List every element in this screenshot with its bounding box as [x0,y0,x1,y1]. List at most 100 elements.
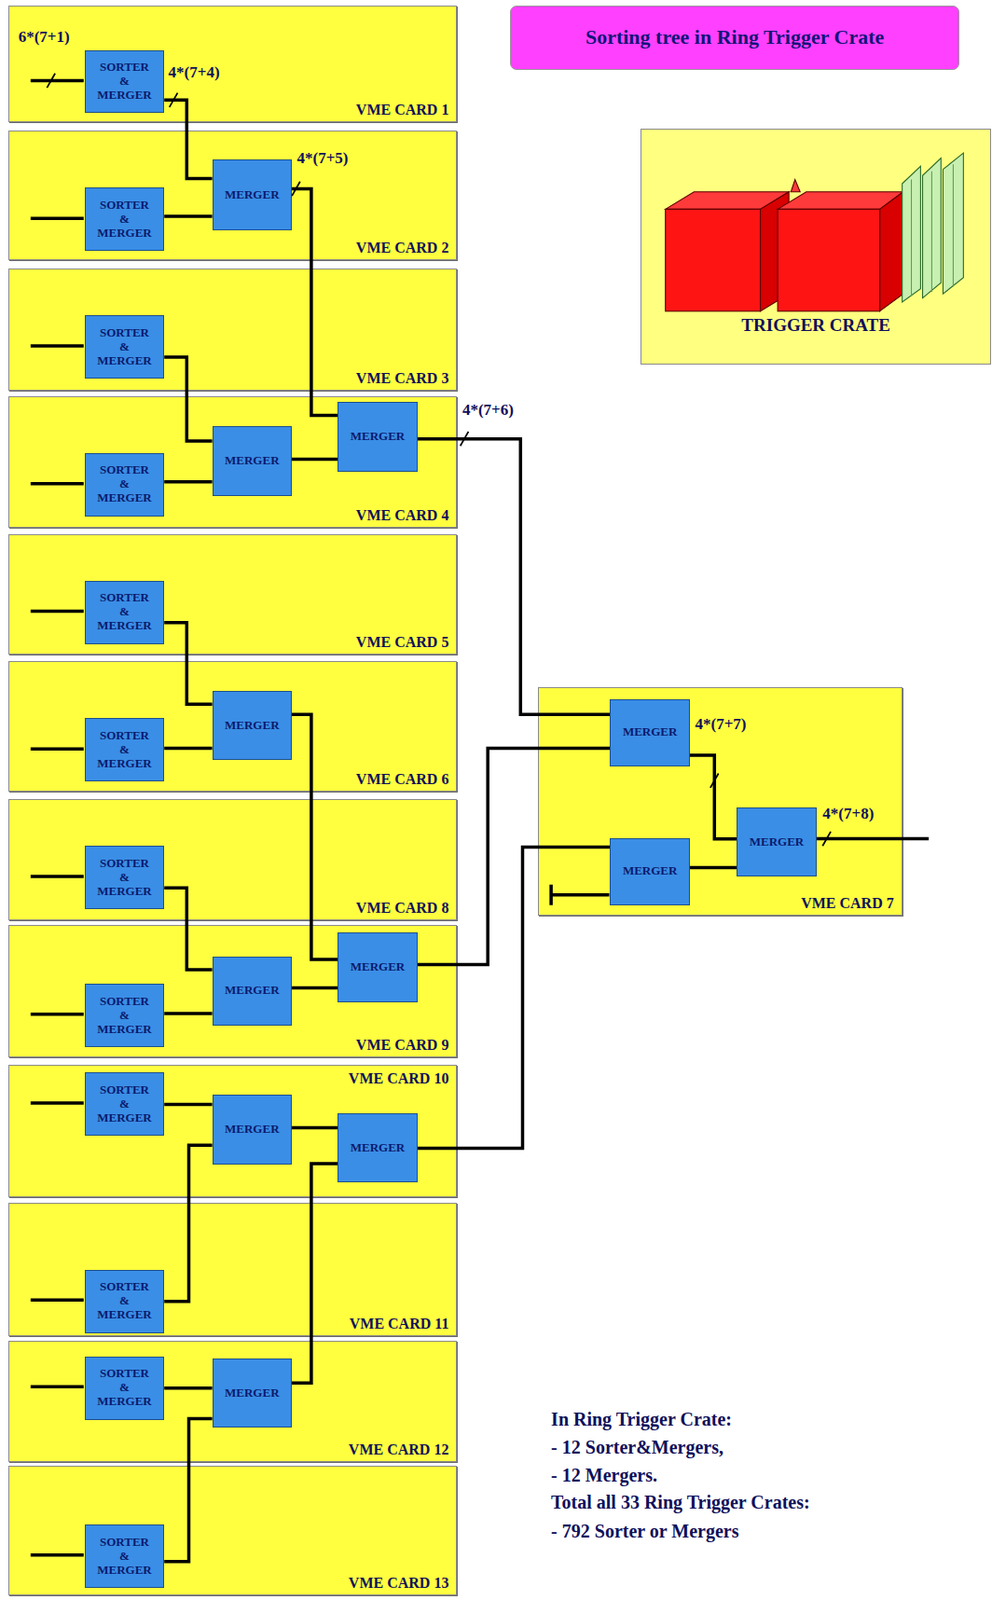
crate-card [923,158,942,299]
merger-box: MERGER [212,426,292,496]
vme-card: VME CARD 12 SORTER & MERGER MERGER [8,1340,458,1461]
sorter-merger-box: SORTER & MERGER [84,1269,165,1334]
box-label: SORTER & MERGER [95,463,155,506]
box-label: MERGER [350,1141,406,1156]
bus-wire [164,480,212,484]
box-label: SORTER & MERGER [95,1366,155,1409]
bus-wire [417,439,611,716]
merger-box: MERGER [212,690,292,760]
merger-box: MERGER [212,1358,292,1428]
bus-tick [46,73,831,846]
note-text: Total all 33 Ring Trigger Crates: [551,1491,811,1514]
panel-label: TRIGGER CRATE [641,315,991,336]
merger-box: MERGER [212,956,292,1026]
box-label: MERGER [622,725,678,740]
box-label: MERGER [224,1386,280,1401]
vme-card: VME CARD 10 SORTER & MERGER MERGER MERGER [8,1064,458,1198]
box-label: MERGER [224,1122,280,1137]
vme-card: VME CARD 3 SORTER & MERGER [8,268,458,391]
bus-width-label: 4*(7+4) [168,63,221,83]
bus-wire [164,887,212,970]
terminated-input [551,884,609,906]
note-text: - 12 Sorter&Mergers, [551,1436,724,1459]
box-label: SORTER & MERGER [95,1280,155,1323]
merger-box: MERGER [736,807,816,877]
box-label: SORTER & MERGER [95,994,155,1037]
title-text: Sorting tree in Ring Trigger Crate [585,25,884,50]
merger-box: MERGER [609,838,689,906]
crate-side [760,192,790,312]
crate-illustration [665,179,904,312]
bus-wire [164,622,212,705]
bus-wire [164,1419,212,1562]
sorter-merger-box: SORTER & MERGER [84,315,165,379]
bus-width-label: 6*(7+1) [18,27,70,47]
input-wire [30,80,84,1555]
merger-box: MERGER [609,699,689,767]
bus-wire [417,747,611,965]
crate-front [665,208,761,311]
bus-wire [291,714,338,960]
vme-card: VME CARD 9 SORTER & MERGER MERGER MERGER [8,924,458,1058]
card-label: VME CARD 2 [356,239,450,257]
box-label: MERGER [350,960,406,975]
sorter-merger-box: SORTER & MERGER [84,845,165,910]
box-label: SORTER & MERGER [95,198,155,241]
bus-wire [291,986,338,991]
card-label: VME CARD 1 [356,101,450,119]
bus-wire [164,746,212,751]
vme-card: VME CARD 1SORTER & MERGER [8,5,458,124]
vme-card: VME CARD 6SORTER & MERGERMERGER [8,661,458,792]
card-label: VME CARD 9 [356,1036,450,1054]
sorter-merger-box: SORTER & MERGER [84,187,165,251]
card-label: VME CARD 11 [349,1315,450,1333]
vme-card: VME CARD 4 SORTER & MERGER MERGER MERGER [8,396,458,528]
vme-card: VME CARD 5 SORTER & MERGER [8,534,458,655]
vme-card: VME CARD 11 SORTER & MERGER [8,1202,458,1337]
sorter-merger-box: SORTER & MERGER [84,983,165,1048]
bus-ticks [46,73,831,846]
card-label: VME CARD 4 [356,507,450,524]
merger-box: MERGER [337,932,417,1002]
crate-side [880,192,904,312]
card-label: VME CARD 8 [356,899,450,917]
card-label: VME CARD 13 [348,1574,450,1592]
bus-wire [417,847,611,1149]
crate-top [777,192,904,210]
bus-wire [164,214,212,219]
card-label: VME CARD 3 [356,370,450,387]
bus-width-label: 4*(7+5) [297,149,349,168]
card-stripes [911,164,954,296]
box-label: MERGER [749,835,805,850]
note-text: In Ring Trigger Crate: [551,1408,732,1431]
card-label: VME CARD 12 [348,1441,450,1459]
crate-front [777,208,880,311]
bus-wire [689,866,737,870]
card-label: VME CARD 7 [800,895,895,912]
title-box: Sorting tree in Ring Trigger Crate [509,5,960,70]
card-label: VME CARD 10 [348,1070,450,1088]
sorter-merger-box: SORTER & MERGER [84,580,165,645]
sorter-merger-box: SORTER & MERGER [84,453,165,517]
card-label: VME CARD 5 [356,633,450,651]
bus-wire [164,357,212,441]
sorter-merger-box: SORTER & MERGER [84,717,165,782]
input-wires [30,80,929,1555]
vme-card: VME CARD 13 SORTER & MERGER [8,1465,458,1596]
crate-card [902,165,922,303]
sorter-merger-box: SORTER & MERGER [84,1072,165,1136]
box-label: SORTER & MERGER [95,856,155,899]
box-label: SORTER & MERGER [95,591,155,634]
bus-wire [291,189,338,416]
vme-card: VME CARD 8 SORTER & MERGER [8,799,458,921]
crate-cards [902,152,965,303]
bus-wire [291,1163,338,1383]
bus-width-label: 4*(7+7) [695,715,747,734]
box-label: SORTER & MERGER [95,326,155,369]
box-label: MERGER [350,429,406,444]
merger-box: MERGER [212,1094,292,1164]
merger-box: MERGER [337,401,417,471]
crate-notch [790,179,800,193]
sorter-merger-box: SORTER & MERGER [84,1524,165,1588]
